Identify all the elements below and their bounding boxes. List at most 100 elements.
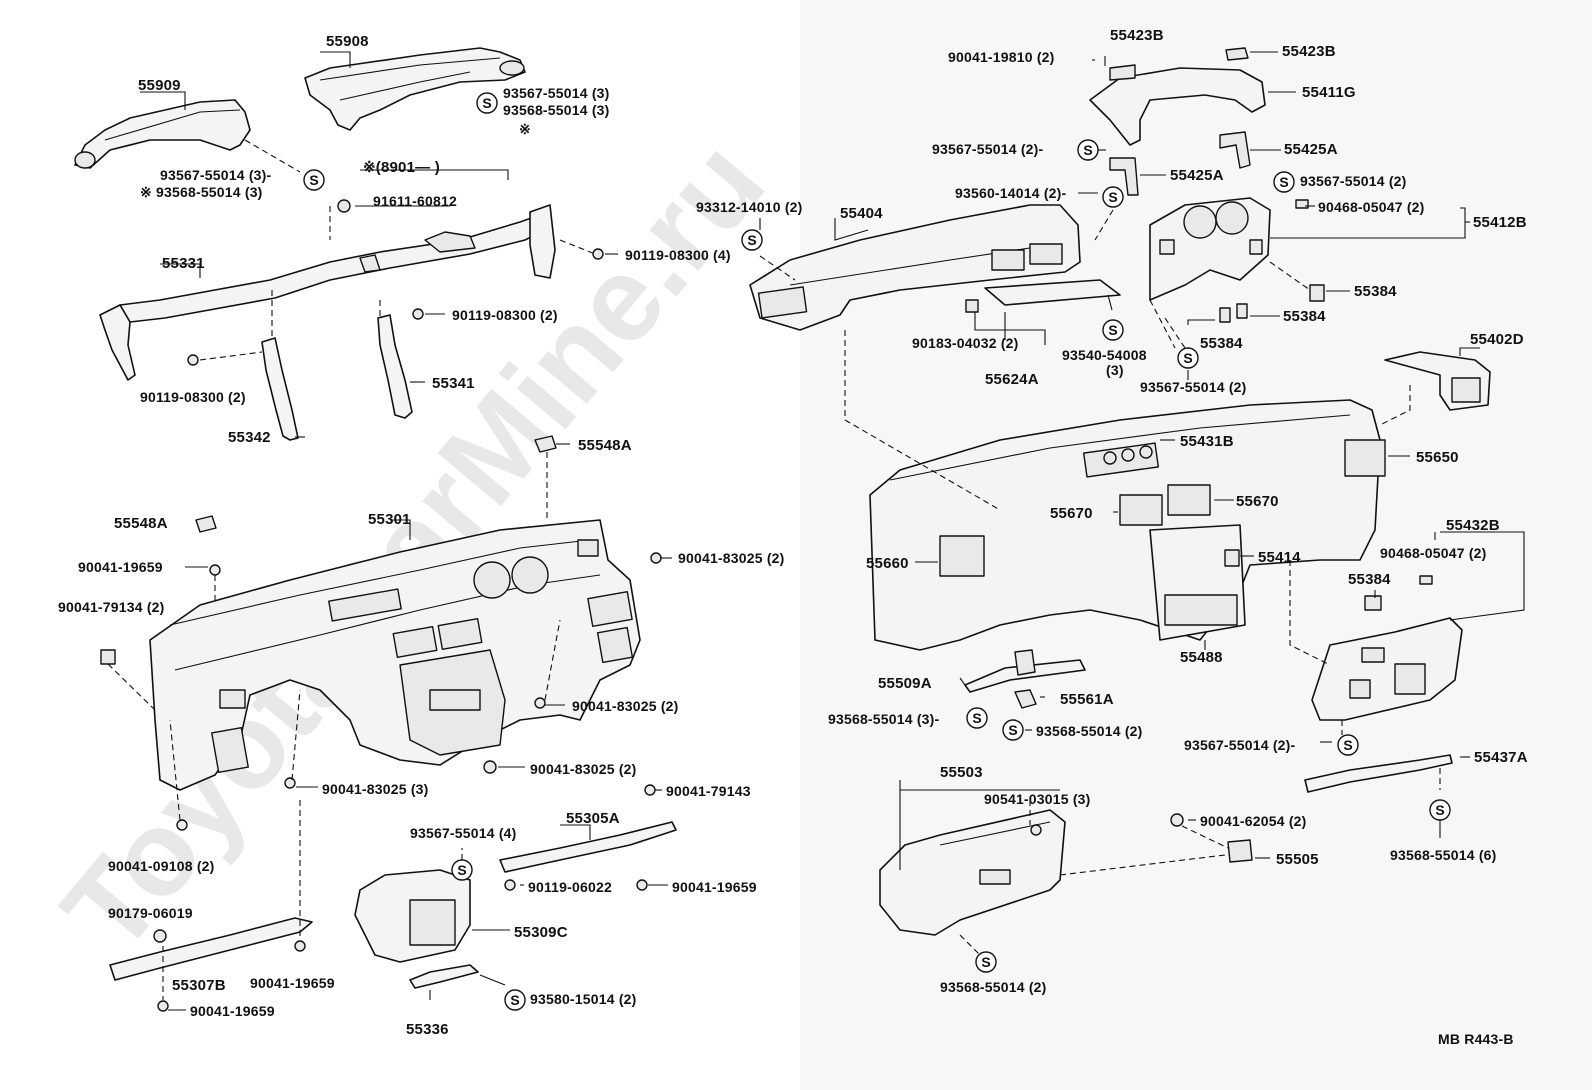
label-55309c: 55309C — [514, 924, 568, 941]
part-55908-duct — [304, 47, 526, 131]
svg-text:S: S — [1343, 737, 1352, 753]
label-55384-b: 55384 — [1283, 308, 1326, 325]
label-55423b-b: 55423B — [1282, 43, 1336, 60]
label-90041-83025d: 90041-83025 (2) — [530, 761, 637, 777]
part-55548a-clip-top — [534, 435, 557, 453]
footer-code: MB R443-B — [1438, 1031, 1514, 1047]
part-55650-vent — [1344, 439, 1386, 477]
part-55425a-bracket-right — [1219, 131, 1251, 169]
label-55342: 55342 — [228, 429, 271, 446]
part-55342-brace — [261, 337, 299, 441]
label-55548a-left: 55548A — [114, 515, 168, 532]
label-90468-05047-a: 90468-05047 (2) — [1318, 199, 1425, 215]
label-93568-55014-2a: 93568-55014 (2) — [1036, 723, 1143, 739]
part-55412b-panel — [1149, 197, 1271, 301]
fastener-90041-62054 — [1170, 813, 1184, 827]
label-93568-55014-3c: 93568-55014 (3)- — [828, 711, 940, 727]
label-90041-83025a: 90041-83025 (2) — [678, 550, 785, 566]
label-93540-54008: 93540-54008 — [1062, 347, 1147, 363]
svg-text:S: S — [972, 710, 981, 726]
label-90179-06019: 90179-06019 — [108, 905, 193, 921]
part-55909-duct — [74, 99, 251, 169]
label-90119-08300-4: 90119-08300 (4) — [625, 247, 731, 263]
label-55670-b: 55670 — [1236, 493, 1279, 510]
part-55437a-bar — [1304, 754, 1453, 793]
label-55384-a: 55384 — [1354, 283, 1397, 300]
label-55425a-a: 55425A — [1170, 167, 1224, 184]
label-90041-19659a: 90041-19659 — [78, 559, 163, 575]
label-55431b: 55431B — [1180, 433, 1234, 450]
label-93567-55014-2b: 93567-55014 (2) — [1300, 173, 1407, 189]
part-55301-dashboard — [149, 519, 641, 791]
label-93567-55014-3a: 93567-55014 (3) — [503, 85, 610, 101]
label-55307b: 55307B — [172, 977, 226, 994]
svg-text:S: S — [1183, 350, 1192, 366]
label-55561a: 55561A — [1060, 691, 1114, 708]
svg-text:S: S — [1108, 322, 1117, 338]
label-93560-14014: 93560-14014 (2)- — [955, 185, 1067, 201]
label-93567-55014-3b: 93567-55014 (3)- — [160, 167, 272, 183]
label-55650: 55650 — [1416, 449, 1459, 466]
label-93568-55014-6: 93568-55014 (6) — [1390, 847, 1497, 863]
label-93540-qty: (3) — [1106, 362, 1124, 378]
label-93568-55014-3a: 93568-55014 (3) — [503, 102, 610, 118]
svg-text:S: S — [1008, 722, 1017, 738]
part-55432b-lower-panel — [1311, 617, 1463, 721]
label-55423b-a: 55423B — [1110, 27, 1164, 44]
label-93567-55014-4: 93567-55014 (4) — [410, 825, 517, 841]
svg-text:S: S — [1435, 802, 1444, 818]
label-55336: 55336 — [406, 1021, 449, 1038]
label-55488: 55488 — [1180, 649, 1223, 666]
label-93312-14010: 93312-14010 (2) — [696, 199, 803, 215]
part-55561a-clip — [1014, 689, 1037, 709]
label-90119-06022: 90119-06022 — [528, 879, 612, 895]
svg-text:S: S — [309, 172, 318, 188]
part-55488-pocket — [1164, 594, 1238, 626]
label-90041-83025b: 90041-83025 (2) — [572, 698, 679, 714]
label-90041-62054: 90041-62054 (2) — [1200, 813, 1307, 829]
label-93567-55014-2d: 93567-55014 (2)- — [1184, 737, 1296, 753]
label-note-8901: ※(8901— ) — [363, 159, 440, 176]
part-55670-vent-right — [1167, 484, 1211, 516]
svg-text:S: S — [457, 862, 466, 878]
part-55624a-tray — [984, 279, 1121, 306]
part-55341-brace — [377, 314, 413, 419]
label-90041-79134: 90041-79134 (2) — [58, 599, 165, 615]
svg-text:S: S — [747, 232, 756, 248]
svg-text:S: S — [1108, 189, 1117, 205]
label-55305a: 55305A — [566, 810, 620, 827]
label-93568-55014-2b: 93568-55014 (2) — [940, 979, 1047, 995]
right-leaders — [759, 51, 1525, 956]
label-asterisk-mark: ※ — [519, 121, 531, 137]
label-55301: 55301 — [368, 511, 411, 528]
label-55402d: 55402D — [1470, 331, 1524, 348]
part-55425a-bracket-left — [1109, 157, 1139, 196]
part-55404-hood — [749, 204, 1081, 331]
label-90183-04032: 90183-04032 (2) — [912, 335, 1019, 351]
left-leaders — [107, 51, 672, 1011]
part-55509a-tab — [1014, 649, 1036, 676]
label-93567-55014-2c: 93567-55014 (2) — [1140, 379, 1247, 395]
part-55503-glovebox — [879, 809, 1066, 936]
part-55431b-switch — [1082, 442, 1160, 478]
part-55411g-cover — [1089, 47, 1266, 146]
label-55624a: 55624A — [985, 371, 1039, 388]
part-55309c-box — [354, 869, 471, 963]
svg-text:S: S — [1279, 174, 1288, 190]
part-55331-beam — [99, 204, 556, 381]
label-90041-09108: 90041-09108 (2) — [108, 858, 215, 874]
svg-text:S: S — [482, 95, 491, 111]
right-small-clips — [965, 199, 1433, 611]
label-55331: 55331 — [162, 255, 205, 272]
label-55505: 55505 — [1276, 851, 1319, 868]
label-55341: 55341 — [432, 375, 475, 392]
part-55336-bracket — [409, 964, 479, 989]
label-90041-19810: 90041-19810 (2) — [948, 49, 1055, 65]
label-90041-19659b: 90041-19659 — [672, 879, 757, 895]
label-55425a-b: 55425A — [1284, 141, 1338, 158]
label-55384-d: 55384 — [1348, 571, 1391, 588]
label-55503: 55503 — [940, 764, 983, 781]
label-93580-15014: 93580-15014 (2) — [530, 991, 637, 1007]
label-55411g: 55411G — [1302, 84, 1356, 101]
